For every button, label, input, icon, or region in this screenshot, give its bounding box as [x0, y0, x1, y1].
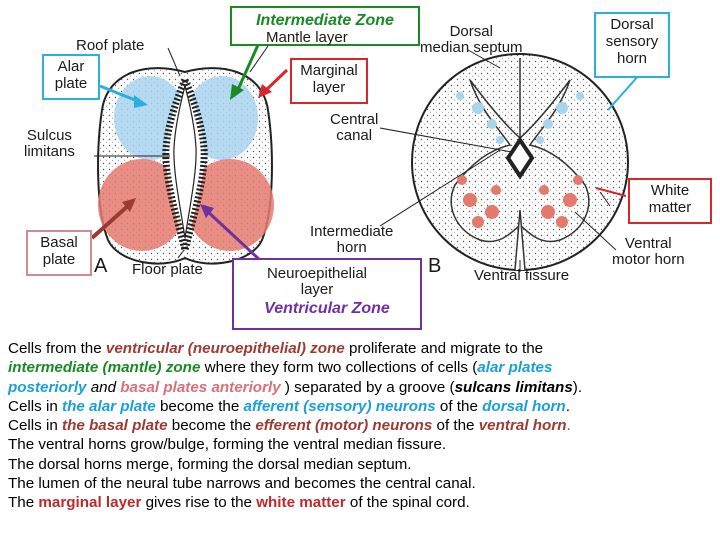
- spinal-cord-b: [411, 53, 629, 271]
- figure-a-letter: A: [94, 255, 108, 277]
- text-span: marginal layer: [38, 494, 142, 512]
- ventral-fissure-label: Ventral fissure: [474, 267, 570, 284]
- text-span: Cells from the: [8, 340, 106, 357]
- text-span: sulcans limitans: [454, 378, 573, 396]
- neural-tube-a: [97, 67, 274, 265]
- text-span: Cells in: [8, 397, 63, 415]
- text-span: the alar plate: [62, 397, 156, 415]
- floor-plate-label: Floor plate: [132, 261, 203, 278]
- text-span: .: [566, 417, 571, 435]
- intermediate-zone-header: Intermediate Zone: [230, 6, 420, 46]
- text-span: intermediate (mantle) zone: [8, 359, 201, 377]
- basal-plate-right: [186, 159, 274, 251]
- white-matter-box: White matter: [628, 178, 712, 224]
- text-span: alar plates: [477, 359, 553, 377]
- text-span: ) separated by a groove (: [280, 378, 455, 396]
- marginal-layer-box: Marginal layer: [290, 58, 368, 104]
- dorsal-sensory-horn-box: Dorsal sensory horn: [594, 12, 670, 78]
- text-line-4: Cells in the alar plate become the affer…: [8, 397, 713, 416]
- text-span: become the: [167, 417, 256, 435]
- figure-b-letter: B: [428, 255, 442, 277]
- text-line-3: posteriorly and basal plates anteriorly …: [8, 378, 713, 397]
- central-canal: [505, 136, 535, 180]
- text-span: ).: [572, 378, 583, 396]
- text-span: of the: [435, 397, 483, 415]
- text-span: .: [565, 397, 570, 415]
- basal-plate-box: Basal plate: [26, 230, 92, 276]
- alar-plate-box: Alar plate: [42, 54, 100, 100]
- text-span: The: [8, 494, 39, 512]
- text-line-9: The marginal layer gives rise to the whi…: [8, 493, 713, 512]
- intermediate-horn-label: Intermediate horn: [310, 223, 394, 256]
- text-line-1: Cells from the ventricular (neuroepithel…: [8, 339, 713, 358]
- text-span: basal plates anteriorly: [120, 378, 281, 396]
- neuroepithelial-layer-label: Neuroepithelial layer: [266, 265, 368, 298]
- text-line-7: The dorsal horns merge, forming the dors…: [8, 455, 412, 473]
- text-line-2: intermediate (mantle) zone where they fo…: [8, 358, 713, 377]
- basal-plate-left: [98, 159, 186, 251]
- text-span: afferent (sensory) neurons: [243, 397, 436, 415]
- text-span: become the: [155, 397, 244, 415]
- text-span: dorsal horn: [482, 397, 566, 415]
- neural-tube-diagram: [90, 35, 641, 272]
- text-span: of the spinal cord.: [345, 494, 470, 512]
- text-span: gives rise to the: [141, 494, 257, 512]
- text-span: efferent (motor) neurons: [255, 417, 433, 435]
- description-text: Cells from the ventricular (neuroepithel…: [8, 339, 713, 513]
- roof-plate-label: Roof plate: [76, 37, 145, 54]
- text-line-5: Cells in the basal plate become the effe…: [8, 416, 713, 435]
- ventral-motor-horn-label: Ventral motor horn: [612, 235, 685, 268]
- dorsal-median-septum-label: Dorsal median septum: [420, 23, 523, 56]
- mantle-layer-label: Mantle layer: [266, 29, 348, 46]
- text-span: ventricular (neuroepithelial) zone: [105, 340, 345, 357]
- central-canal-label: Central canal: [330, 111, 379, 144]
- arrows: [90, 35, 641, 264]
- text-span: where they form two collections of cells…: [200, 359, 478, 377]
- text-span: the basal plate: [62, 417, 168, 435]
- text-span: ventral horn: [478, 417, 567, 435]
- text-span: and: [86, 378, 121, 396]
- ventricular-zone-header: Ventricular Zone: [232, 258, 422, 330]
- text-line-8: The lumen of the neural tube narrows and…: [8, 475, 476, 493]
- text-span: white matter: [256, 494, 346, 512]
- text-span: of the: [432, 417, 479, 435]
- grey-matter: [450, 79, 590, 243]
- text-span: Cells in: [8, 417, 63, 435]
- text-line-6: The ventral horns grow/bulge, forming th…: [8, 436, 447, 454]
- text-span: proliferate and migrate to the: [344, 340, 544, 357]
- text-span: posteriorly: [8, 378, 87, 396]
- sulcus-limitans-label: Sulcus limitans: [24, 127, 75, 160]
